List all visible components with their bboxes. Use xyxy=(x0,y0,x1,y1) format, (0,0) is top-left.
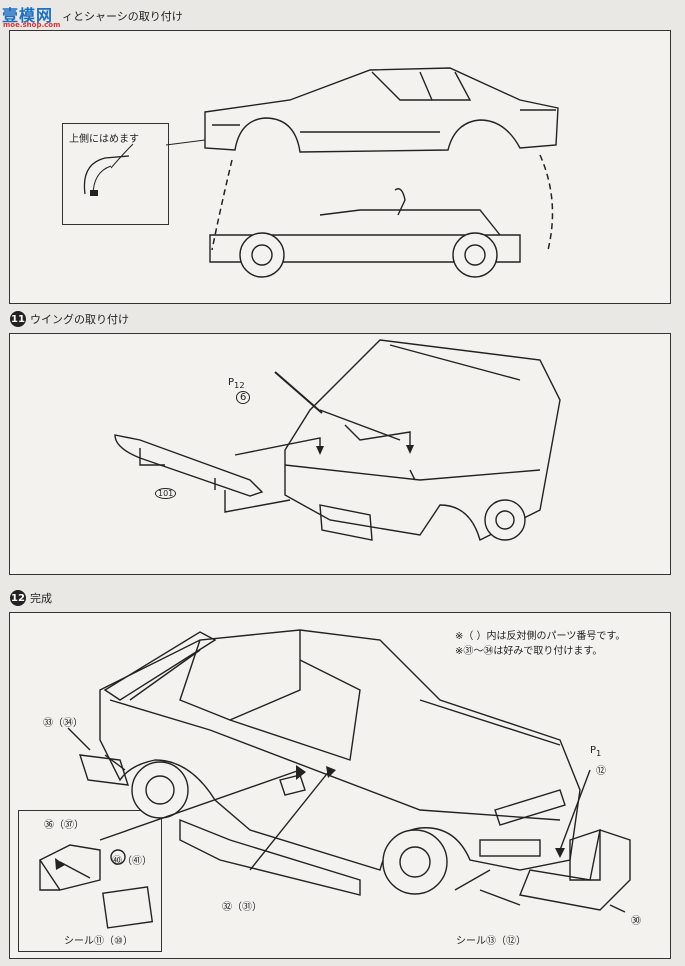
step12-number-badge: 12 xyxy=(10,590,26,606)
step11-title-text: ウイングの取り付け xyxy=(30,313,129,326)
part-32-label: ㉜（㉛） xyxy=(222,902,262,913)
watermark-url: moe.shop.com xyxy=(3,21,61,29)
step12-note-2: ※㉛〜㉞は好みで取り付けます。 xyxy=(455,646,603,657)
part-36-label: ㊱（㊲） xyxy=(44,820,84,831)
step11-panel xyxy=(9,333,671,575)
part-ref-p1: P1 xyxy=(590,745,601,758)
part-ref-p1-sub: 1 xyxy=(596,748,602,758)
step11-number-badge: 11 xyxy=(10,311,26,327)
watermark-brand: 壹模网 xyxy=(2,6,54,25)
part-ref-p1-letter: P xyxy=(590,745,597,756)
part-6-label: 6 xyxy=(236,391,251,404)
step10-inset-label: 上側にはめます xyxy=(69,134,139,145)
part-6-number: 6 xyxy=(236,391,251,404)
seal-13-label: シール⑬（⑫） xyxy=(456,936,526,947)
step12-note-1: ※（ ）内は反対側のパーツ番号です。 xyxy=(455,631,626,642)
part-ref-letter: P xyxy=(228,377,235,388)
step10-title-text: ィとシャーシの取り付け xyxy=(62,10,183,23)
part-40-label: ㊵（㊶） xyxy=(112,856,152,867)
seal-11-label: シール⑪（⑩） xyxy=(64,936,133,947)
step12-parts-inset xyxy=(18,810,162,952)
part-33-label: ㉝（㉞） xyxy=(43,718,83,729)
part-101-number: 101 xyxy=(155,488,177,499)
step10-detail-inset: 上側にはめます xyxy=(62,123,169,225)
step12-title-text: 完成 xyxy=(30,592,52,605)
step11-title: 11 ウイングの取り付け xyxy=(10,311,129,327)
part-ref-sub: 12 xyxy=(234,380,245,390)
step12-title: 12 完成 xyxy=(10,590,52,606)
part-101-label: 101 xyxy=(155,488,177,499)
fender-detail-drawing xyxy=(83,143,134,197)
part-ref-p12: P12 xyxy=(228,377,245,390)
part-30-label: ㉚ xyxy=(631,916,641,927)
step10-title: ィとシャーシの取り付け xyxy=(62,8,183,24)
site-watermark-logo: 壹模网 moe.shop.com xyxy=(0,0,62,30)
step10-panel: 上側にはめます xyxy=(9,30,671,304)
part-12-label: ⑫ xyxy=(596,766,606,777)
